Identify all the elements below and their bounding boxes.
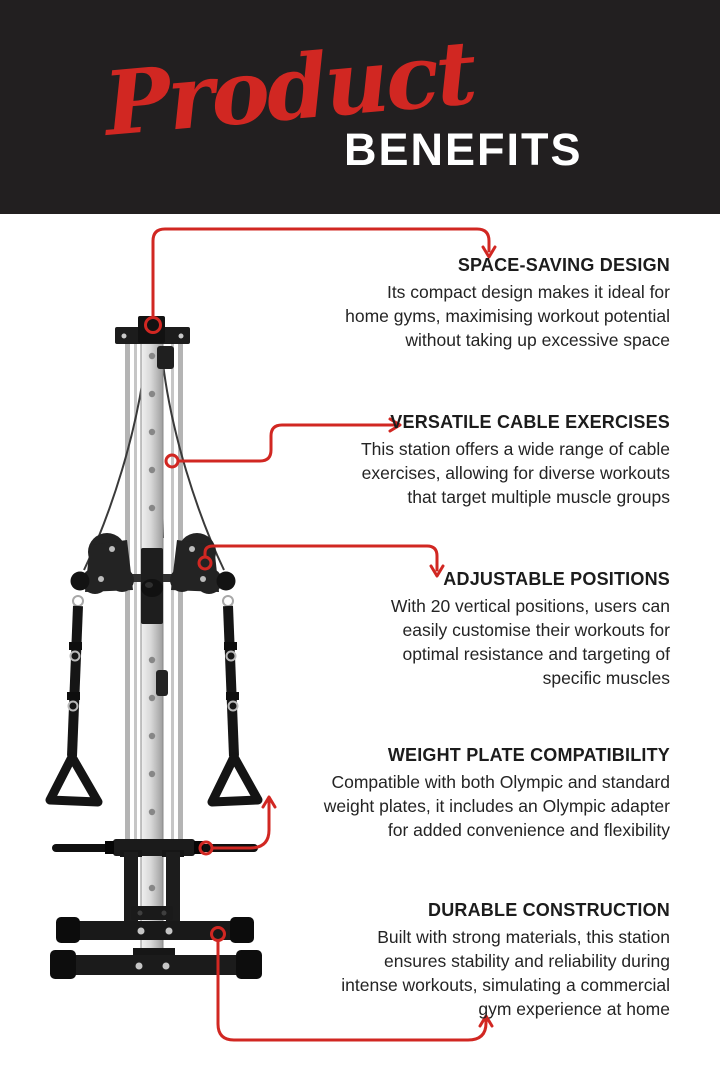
hero-banner: Product BENEFITS bbox=[0, 0, 720, 214]
connector-weight-plate bbox=[198, 795, 277, 856]
pulley-carriage bbox=[70, 533, 236, 624]
benefit-description: Built with strong materials, this statio… bbox=[341, 927, 670, 1019]
arrow-down-icon bbox=[429, 564, 445, 578]
connector-space-saving bbox=[144, 227, 497, 334]
center-column bbox=[140, 329, 168, 963]
benefit-section-adjustable-positions: ADJUSTABLE POSITIONS With 20 vertical po… bbox=[240, 568, 670, 690]
benefit-section-space-saving: SPACE-SAVING DESIGN Its compact design m… bbox=[240, 254, 670, 352]
hanging-straps bbox=[45, 595, 263, 807]
arrow-up-icon bbox=[261, 795, 277, 809]
benefit-title: SPACE-SAVING DESIGN bbox=[457, 255, 670, 275]
connector-adjustable-positions bbox=[197, 544, 445, 578]
top-cap bbox=[115, 316, 190, 369]
arrow-right-icon bbox=[388, 417, 402, 433]
connector-durable-construction bbox=[210, 926, 494, 1042]
benefit-section-versatile-cable: VERSATILE CABLE EXERCISES This station o… bbox=[240, 411, 670, 509]
benefit-description: This station offers a wide range of cabl… bbox=[360, 439, 670, 507]
benefit-title: ADJUSTABLE POSITIONS bbox=[443, 569, 670, 589]
benefit-section-durable-construction: DURABLE CONSTRUCTION Built with strong m… bbox=[240, 899, 670, 1021]
benefit-description: With 20 vertical positions, users can ea… bbox=[390, 596, 670, 688]
base-frame bbox=[50, 850, 262, 979]
guide-rods bbox=[125, 338, 183, 852]
hero-title-main: BENEFITS bbox=[344, 124, 583, 175]
benefit-section-weight-plate: WEIGHT PLATE COMPATIBILITY Compatible wi… bbox=[240, 744, 670, 842]
benefit-description: Its compact design makes it ideal for ho… bbox=[345, 282, 670, 350]
arrow-up-icon bbox=[478, 1014, 494, 1028]
benefit-title: DURABLE CONSTRUCTION bbox=[428, 900, 670, 920]
connector-versatile-cable bbox=[164, 417, 402, 469]
benefit-title: WEIGHT PLATE COMPATIBILITY bbox=[387, 745, 670, 765]
benefit-title: VERSATILE CABLE EXERCISES bbox=[390, 412, 670, 432]
benefit-description: Compatible with both Olympic and standar… bbox=[323, 772, 670, 840]
arrow-down-icon bbox=[481, 245, 497, 259]
